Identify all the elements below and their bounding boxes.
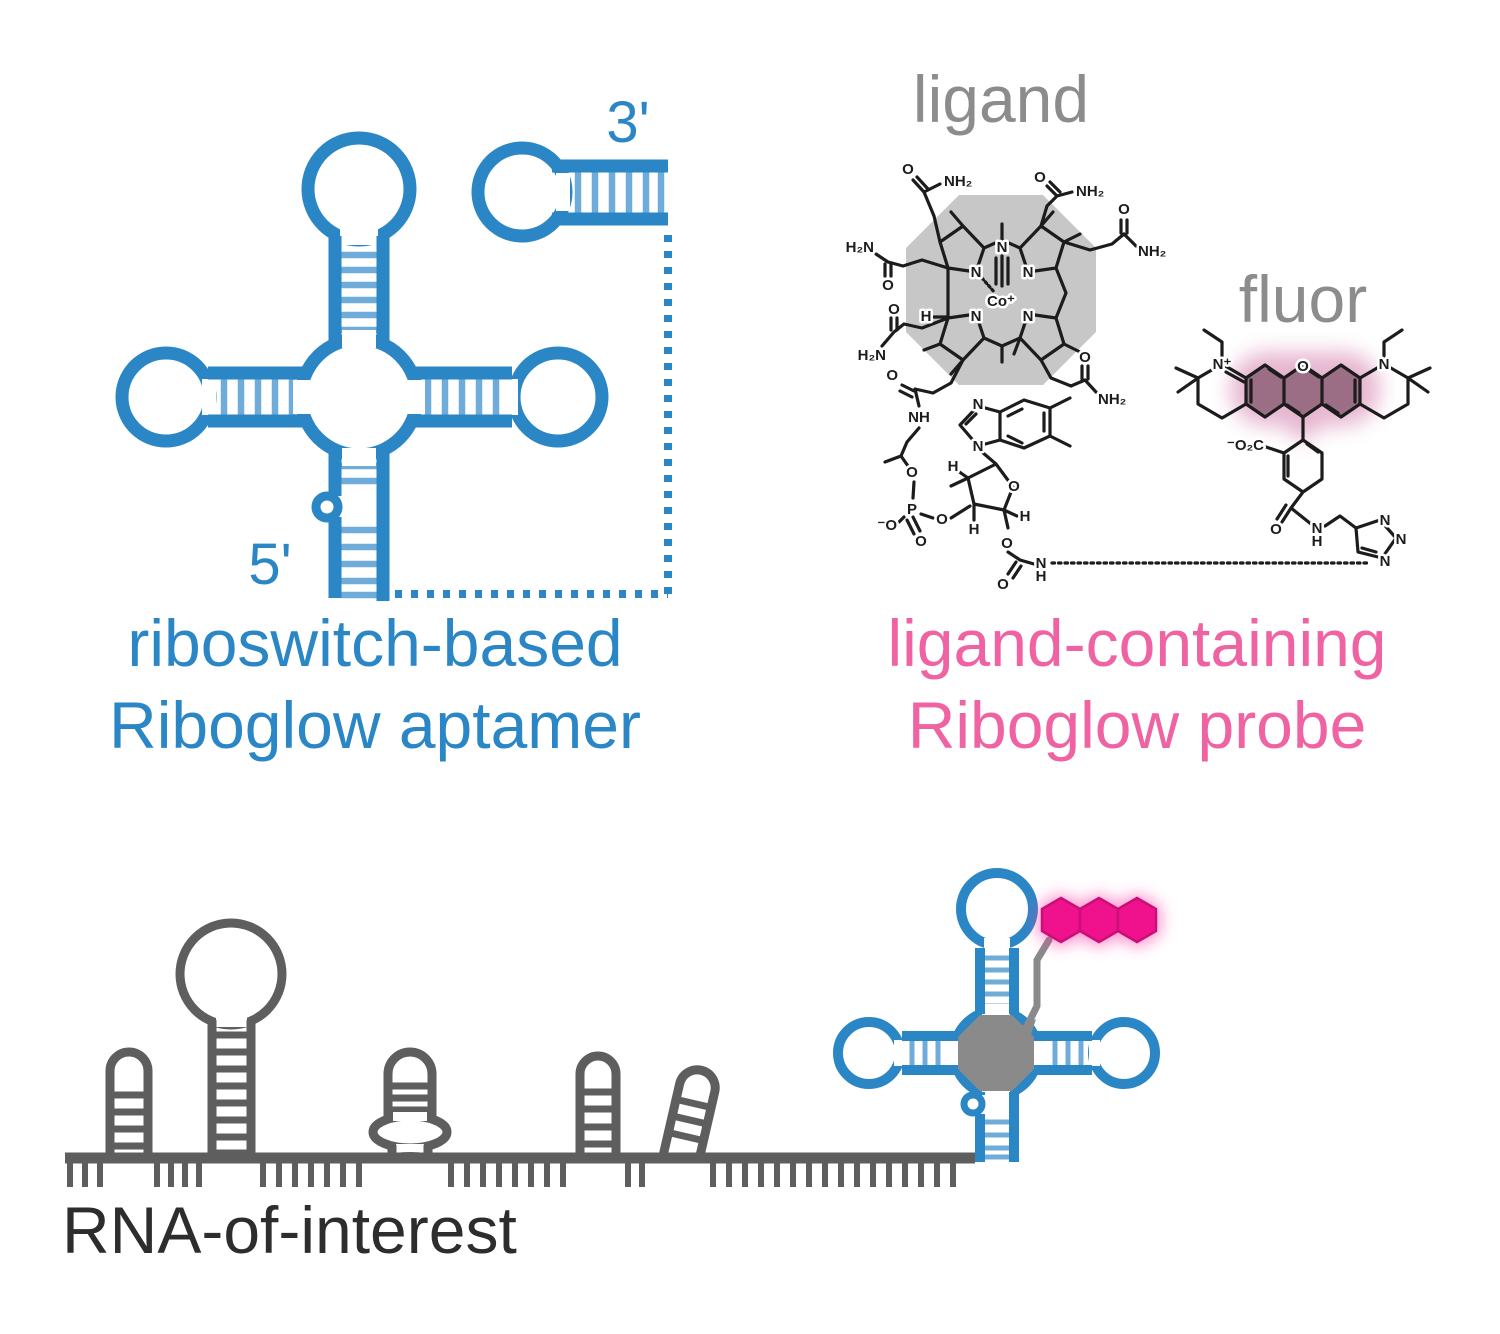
cyano-ligand — [994, 254, 1010, 288]
atom-label: O — [886, 367, 898, 384]
amide-arms — [874, 175, 1138, 394]
backbone-ticks — [67, 1158, 956, 1187]
nucleotide-tail — [883, 358, 972, 536]
gray-hairpin-4 — [575, 1051, 621, 1158]
hairpin-loop — [956, 868, 1038, 950]
gray-hairpin-1 — [105, 1047, 153, 1158]
gray-hairpin-3-bulged — [368, 1047, 452, 1158]
atom-label: N — [1379, 356, 1390, 373]
atom-label: O — [1034, 169, 1046, 186]
atom-label: N — [1036, 555, 1047, 572]
atom-label: H — [921, 308, 932, 325]
atom-label: NH₂ — [1138, 243, 1166, 260]
ribose-ring — [949, 450, 1036, 580]
atom-label: O — [1079, 349, 1091, 366]
benzimidazole — [958, 396, 1072, 450]
fluor-title: fluor — [1239, 262, 1367, 336]
ligand-structure: ligand O NH₂ O NH₂ O NH₂ H₂N O O H₂N O N… — [843, 62, 1372, 596]
riboglow-aptamer-diagram: 3' 5' riboswitch-based Riboglow aptamer — [109, 90, 672, 762]
hairpin-loop — [1088, 1017, 1160, 1089]
atom-label: O — [1270, 521, 1282, 538]
fluor-pendant — [1264, 415, 1398, 560]
atom-label: O — [1297, 358, 1309, 375]
atom-label: O — [1008, 478, 1020, 495]
atom-label: NH₂ — [1098, 391, 1126, 408]
fluorophore-hexagons — [1040, 896, 1158, 944]
atom-label: NH₂ — [944, 173, 972, 190]
atom-label: ⁻O — [877, 517, 897, 534]
corrin-rings — [938, 222, 1068, 364]
fluor-side-rings — [1174, 328, 1432, 420]
atom-label: H₂N — [846, 239, 874, 256]
stem-rails — [208, 159, 668, 601]
atom-label: H₂N — [858, 347, 886, 364]
atom-label: O — [888, 301, 900, 318]
ligand-title: ligand — [913, 62, 1089, 136]
aptamer-caption-line2: Riboglow aptamer — [109, 688, 641, 762]
ligand-octagon — [906, 195, 1096, 385]
fluor-structure: fluor N⁺ O N ⁻O₂C O N H N N N — [1174, 262, 1432, 573]
atom-label: O — [882, 277, 894, 294]
hairpin-loop — [833, 1017, 905, 1089]
atom-label: N — [997, 239, 1008, 256]
stem-bulge — [311, 491, 343, 523]
atom-label: N — [1380, 512, 1391, 529]
bound-riboglow-aptamer — [833, 868, 1160, 1162]
atom-label: N — [971, 308, 982, 325]
atom-label: O — [997, 576, 1009, 593]
junction-ring — [294, 332, 424, 462]
atom-label: O — [902, 161, 914, 178]
gray-hairpin-2 — [175, 918, 287, 1158]
atom-label: N — [1312, 520, 1323, 537]
aptamer-caption-line1: riboswitch-based — [127, 606, 622, 680]
atom-label: NH — [908, 409, 930, 426]
hairpin-loop — [507, 346, 609, 448]
probe-caption-line1: ligand-containing — [887, 606, 1386, 680]
hairpin-loop — [301, 131, 417, 247]
atom-label: NH₂ — [1076, 183, 1104, 200]
atom-label: N — [1023, 264, 1034, 281]
rna-caption: RNA-of-interest — [62, 1193, 517, 1267]
atom-label: O — [1118, 201, 1130, 218]
atom-label: O — [1001, 535, 1013, 552]
three-prime-label: 3' — [606, 90, 649, 155]
atom-label: N — [1380, 553, 1391, 570]
probe-caption-line2: Riboglow probe — [908, 688, 1367, 762]
atom-label: H — [969, 521, 980, 538]
stem-bulge — [960, 1091, 986, 1117]
corrin-methyls — [922, 210, 1082, 376]
atom-label: N — [971, 264, 982, 281]
atom-label: N — [1023, 308, 1034, 325]
fluor-linker — [1023, 936, 1053, 1030]
atom-label: Co⁺ — [987, 293, 1015, 310]
atom-label: N⁺ — [1213, 356, 1232, 373]
cobalt-coordination — [980, 276, 997, 295]
probe-caption: ligand-containing Riboglow probe — [887, 606, 1386, 762]
atom-label: ⁻O₂C — [1227, 437, 1264, 454]
atom-label: P — [907, 501, 917, 518]
atom-label: N — [973, 438, 984, 455]
bound-ligand-octagon — [958, 1015, 1034, 1091]
atom-label: H — [1312, 533, 1323, 550]
atom-label: H — [1020, 508, 1031, 525]
rna-of-interest-diagram: RNA-of-interest — [62, 868, 1160, 1267]
five-prime-label: 5' — [248, 532, 291, 597]
atom-label: O — [906, 464, 918, 481]
stem-rails — [902, 948, 1092, 1162]
dotted-connector-line — [395, 228, 672, 598]
atom-label: N — [1396, 531, 1407, 548]
fluor-linker-wedge — [1018, 1019, 1036, 1041]
hairpin-loop — [115, 346, 217, 448]
xanthene-core — [1244, 363, 1362, 419]
atom-label: H — [948, 458, 959, 475]
atom-label: O — [915, 533, 927, 550]
atom-label: N — [973, 396, 984, 413]
gray-hairpin-5-tilted — [659, 1065, 720, 1164]
atom-label: H — [1036, 568, 1047, 585]
atom-label: O — [936, 511, 948, 528]
